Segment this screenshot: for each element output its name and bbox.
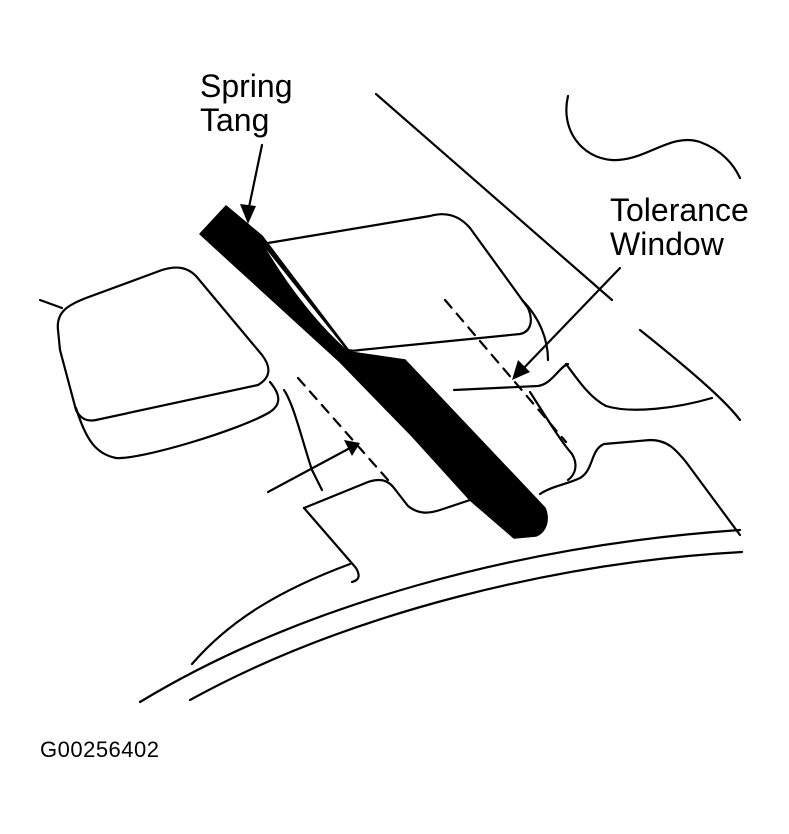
spring-tang-label-line1: Spring: [200, 68, 293, 104]
left-pad: [56, 266, 270, 422]
housing-outer-edge: [638, 328, 742, 422]
spring-tang: [199, 205, 548, 539]
left-support-foot: [302, 506, 360, 584]
tolerance-window-arrowhead-left: [344, 440, 360, 456]
left-pad-lower-edge: [74, 380, 280, 460]
spring-tang-label: Spring Tang: [200, 68, 293, 138]
tolerance-window-arrow-left: [266, 446, 352, 494]
spring-tang-arrowhead: [240, 204, 256, 224]
housing-diagonal-edge: [374, 92, 614, 302]
window-right-edge: [564, 362, 714, 411]
tolerance-window-arrowhead: [512, 360, 530, 380]
tolerance-window-label-line2: Window: [610, 225, 724, 262]
left-support-edge: [282, 388, 324, 492]
window-upper-edge: [452, 362, 570, 392]
stepped-profile-left: [302, 478, 472, 514]
spring-tang-arrow: [246, 143, 264, 214]
tolerance-dash-left: [296, 376, 390, 482]
right-pad: [259, 213, 532, 352]
inner-fillet-curve: [190, 562, 352, 666]
tolerance-window-arrow: [518, 266, 622, 374]
break-line: [565, 94, 742, 180]
left-pad-corner-line: [38, 298, 64, 310]
stepped-profile-right: [538, 438, 742, 537]
tolerance-window-label: Tolerance Window: [610, 192, 749, 262]
spring-tang-step: [261, 243, 349, 353]
outer-rim-curve: [138, 528, 742, 704]
tolerance-window-label-line1: Tolerance: [610, 192, 749, 228]
inner-rim-curve: [188, 550, 744, 702]
tolerance-dash-right: [443, 298, 568, 444]
window-lower-edge: [528, 390, 577, 482]
right-pad-side: [520, 298, 550, 362]
spring-tang-label-line2: Tang: [200, 101, 270, 138]
figure-id: G00256402: [40, 737, 160, 762]
